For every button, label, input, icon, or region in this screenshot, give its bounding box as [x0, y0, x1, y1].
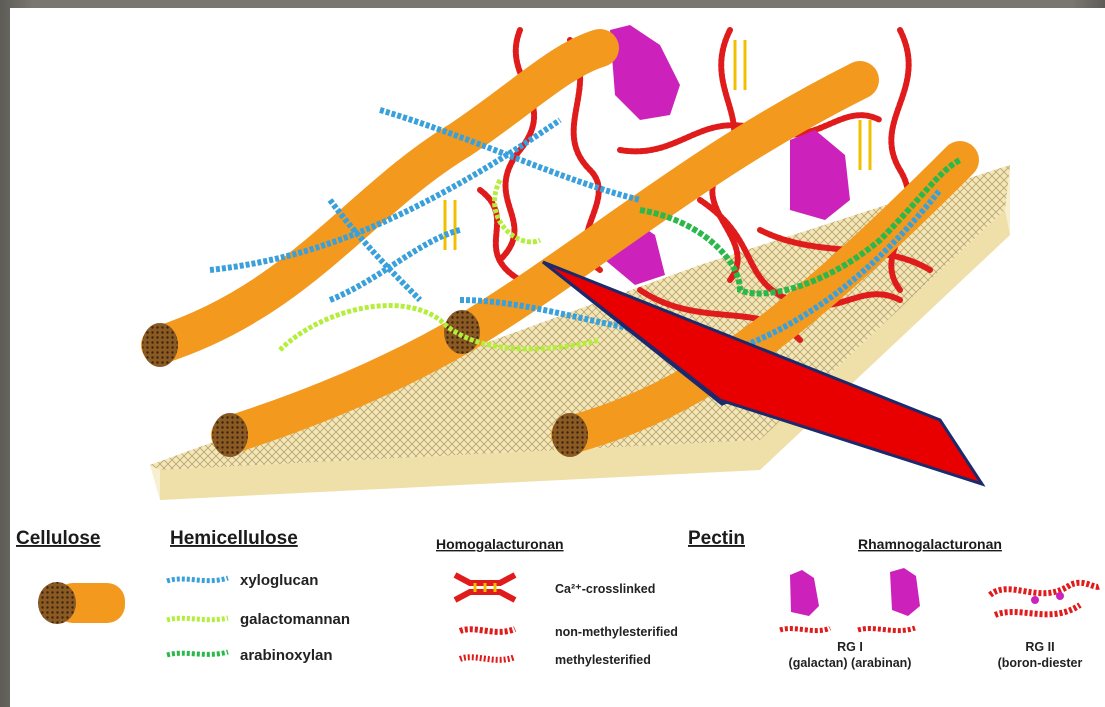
rg1-galactan-icon	[780, 570, 830, 631]
legend-cellulose-title: Cellulose	[16, 528, 100, 549]
non-methylesterified-icon	[460, 629, 515, 632]
legend-homogalacturonan-title: Homogalacturonan	[436, 536, 564, 552]
legend-galactomannan: galactomannan	[240, 611, 350, 628]
ca-crosslink-icon	[455, 575, 515, 600]
galactomannan-chain-icon	[167, 618, 228, 620]
legend-rg1-label: RG I	[837, 640, 863, 654]
legend: Cellulose Hemicellulose xyloglucan galac…	[16, 528, 1100, 670]
legend-xyloglucan: xyloglucan	[240, 572, 318, 589]
arabinoxylan-chain-icon	[167, 652, 228, 655]
legend-rhamnogalacturonan-title: Rhamnogalacturonan	[858, 536, 1002, 552]
legend-arabinoxylan: arabinoxylan	[240, 647, 333, 664]
legend-non-methylesterified: non-methylesterified	[555, 625, 678, 639]
legend-rg2-sub: (boron-diester	[998, 656, 1083, 670]
legend-hemicellulose-title: Hemicellulose	[170, 528, 298, 549]
rg1-arabinan-icon	[858, 568, 920, 631]
legend-methylesterified: methylesterified	[555, 653, 651, 667]
legend-rg2-label: RG II	[1025, 640, 1054, 654]
rg2-icon	[990, 583, 1100, 615]
methylesterified-icon	[460, 657, 515, 660]
legend-ca-crosslinked: Ca²⁺-crosslinked	[555, 582, 655, 596]
legend-pectin-title: Pectin	[688, 528, 745, 549]
cellulose-fibril-icon	[38, 582, 125, 624]
legend-rg1-sub: (galactan) (arabinan)	[789, 656, 912, 670]
xyloglucan-chain-icon	[167, 578, 228, 581]
